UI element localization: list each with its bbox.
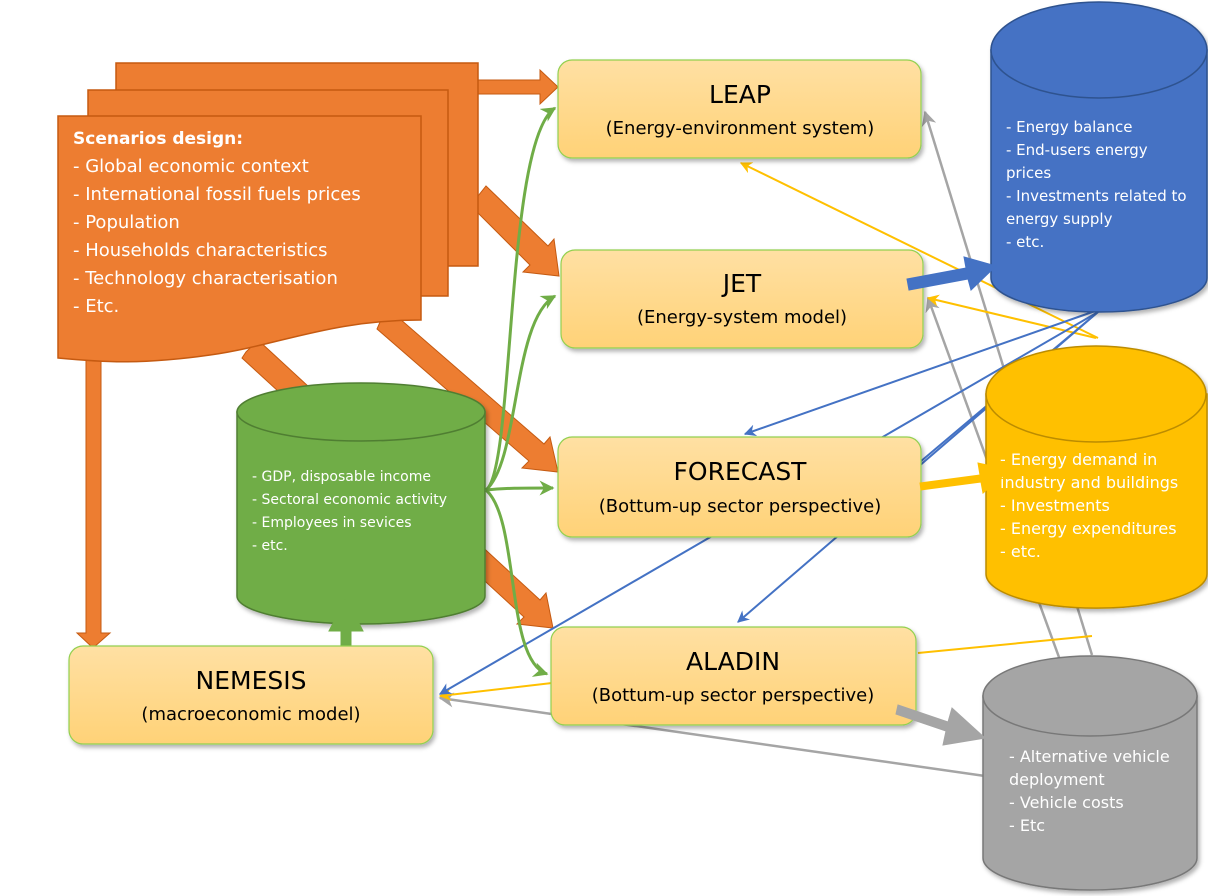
energy-demand-item: - Energy demand in <box>1000 450 1157 469</box>
energy-supply-database <box>990 1 1208 313</box>
arrow-scenarios-to-jet <box>469 185 560 277</box>
model-nemesis[interactable] <box>68 645 434 745</box>
energy-supply-items: - Energy balance - End-users energy prices… <box>1006 118 1187 251</box>
model-leap-desc: (Energy-environment system) <box>606 118 875 139</box>
energy-demand-database <box>985 345 1208 609</box>
scenario-item: - Etc. <box>73 296 119 317</box>
macro-db-arrows <box>484 106 557 677</box>
energy-supply-item: - Energy balance <box>1006 118 1133 136</box>
scenario-items: - Global economic context - International… <box>73 156 361 317</box>
arrow-scenarios-to-nemesis <box>75 359 112 649</box>
macro-db-items: - GDP, disposable income - Sectoral econo… <box>252 469 447 554</box>
model-nemesis-desc: (macroeconomic model) <box>141 704 360 725</box>
arrow-aladin-to-transport-db[interactable] <box>895 704 987 746</box>
model-aladin-desc: (Bottum-up sector perspective) <box>592 685 875 706</box>
macro-db-item: - GDP, disposable income <box>252 469 431 485</box>
model-leap[interactable] <box>557 59 922 159</box>
model-jet[interactable] <box>560 249 924 349</box>
connector-yellow-aladin-to-nemesis <box>438 682 553 701</box>
macro-db-item: - etc. <box>252 538 288 554</box>
model-forecast[interactable] <box>557 436 922 538</box>
transport-database <box>982 655 1198 891</box>
arrow-macro-to-aladin <box>484 488 549 677</box>
energy-supply-item: - Investments related to <box>1006 187 1187 205</box>
model-aladin[interactable] <box>550 626 917 726</box>
model-jet-desc: (Energy-system model) <box>637 307 847 328</box>
transport-item: - Alternative vehicle <box>1009 747 1170 766</box>
arrow-scenarios-to-leap <box>477 68 559 106</box>
transport-item: - Etc <box>1009 816 1045 835</box>
model-aladin-name: ALADIN <box>686 647 780 676</box>
connector-yellow-to-jet <box>926 294 1097 339</box>
transport-item: - Vehicle costs <box>1009 793 1124 812</box>
scenarios-document: Scenarios design: - Global economic cont… <box>57 62 479 363</box>
energy-demand-item: - etc. <box>1000 542 1041 561</box>
scenario-item: - Global economic context <box>73 156 309 177</box>
energy-supply-item: prices <box>1006 164 1051 182</box>
arrow-macro-to-leap <box>484 106 557 492</box>
arrow-forecast-to-demand-db[interactable] <box>919 462 1012 494</box>
energy-supply-item: energy supply <box>1006 210 1113 228</box>
energy-demand-item: - Investments <box>1000 496 1110 515</box>
model-forecast-desc: (Bottum-up sector perspective) <box>599 496 882 517</box>
energy-supply-item: - etc. <box>1006 233 1044 251</box>
connector-yellow-to-leap <box>739 162 1099 339</box>
scenario-item: - Technology characterisation <box>73 268 338 289</box>
energy-supply-item: - End-users energy <box>1006 141 1148 159</box>
scenario-item: - International fossil fuels prices <box>73 184 361 205</box>
energy-demand-items: - Energy demand in industry and buildings… <box>1000 450 1178 561</box>
model-nemesis-name: NEMESIS <box>196 666 307 695</box>
scenario-item: - Households characteristics <box>73 240 327 261</box>
arrow-macro-to-jet <box>484 294 557 492</box>
macro-db-item: - Sectoral economic activity <box>252 492 447 508</box>
transport-items: - Alternative vehicle deployment - Vehicle… <box>1009 747 1170 835</box>
transport-item: deployment <box>1009 770 1105 789</box>
energy-demand-item: industry and buildings <box>1000 473 1178 492</box>
energy-demand-item: - Energy expenditures <box>1000 519 1177 538</box>
connector-blue-to-forecast <box>743 309 1099 437</box>
connector-gray-to-nemesis <box>438 692 986 778</box>
arrow-jet-to-supply-db[interactable] <box>906 256 997 291</box>
model-forecast-name: FORECAST <box>674 457 808 486</box>
arrow-macro-to-forecast <box>485 480 555 496</box>
macro-db-item: - Employees in sevices <box>252 515 411 531</box>
connector-yellow-aladin-to-demand <box>917 635 1093 654</box>
model-jet-name: JET <box>721 269 762 298</box>
scenarios-heading: Scenarios design: <box>73 129 243 149</box>
macro-database <box>236 382 486 625</box>
scenario-item: - Population <box>73 212 180 233</box>
model-leap-name: LEAP <box>709 80 771 109</box>
